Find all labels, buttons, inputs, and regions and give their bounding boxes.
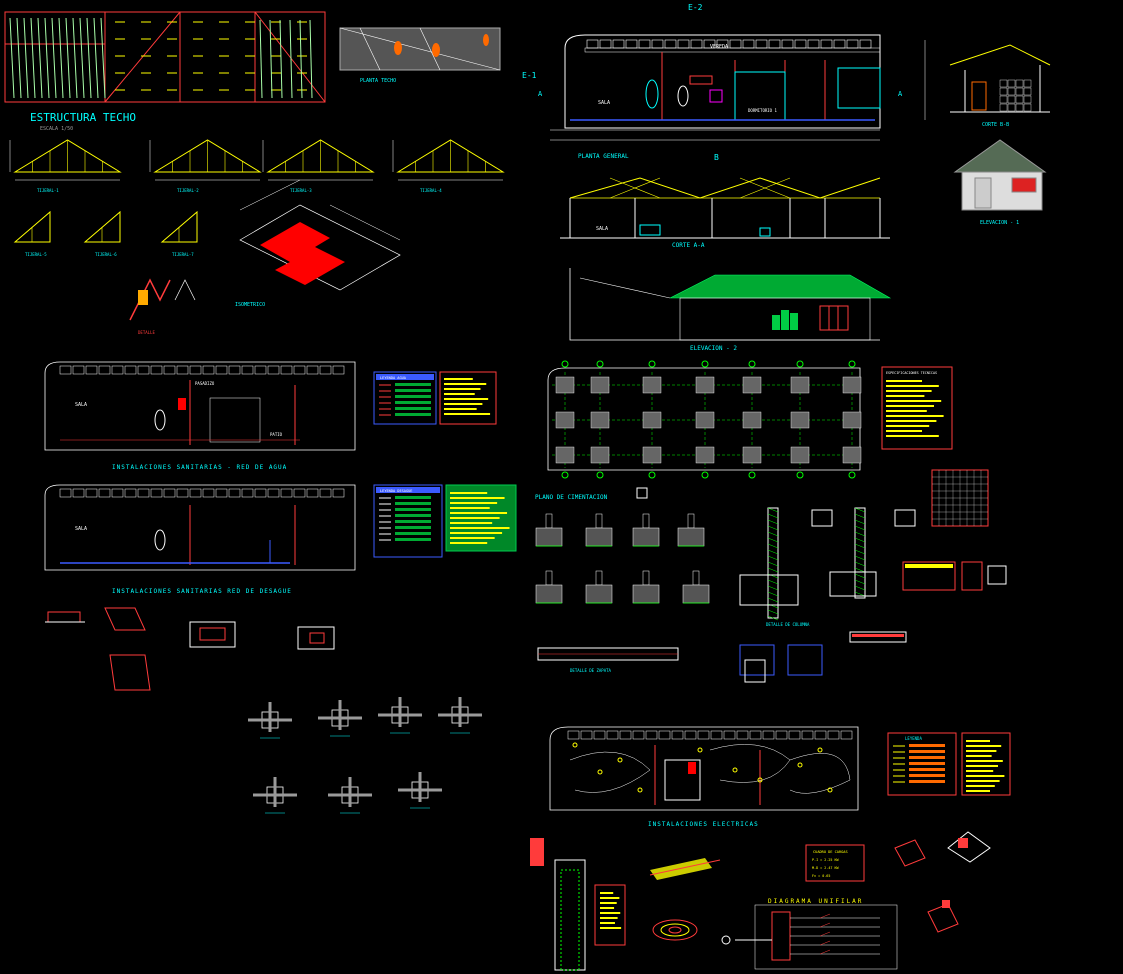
roof-title: ESTRUCTURA TECHO	[30, 111, 136, 124]
room-sala: SALA	[598, 100, 610, 106]
water-legend: LEYENDA AGUA	[373, 371, 497, 425]
load-row-2: M.D = 2.47 KW	[812, 866, 839, 870]
legend-elec-title: LEYENDA	[905, 736, 922, 741]
drain-network-plan: SALA INSTALACIONES SANITARIAS RED DE DES…	[44, 484, 356, 595]
corte-a-label: CORTE A-A	[672, 242, 705, 249]
roof-structure-plan: ESTRUCTURA TECHO ESCALA 1/50	[4, 11, 326, 132]
axis-e2-label: E-2	[688, 3, 703, 12]
load-table-title: CUADRO DE CARGAS	[813, 850, 848, 854]
corte-b-label: CORTE B-B	[982, 122, 1009, 128]
legend-water-title: LEYENDA AGUA	[380, 376, 407, 380]
drain-legend: LEYENDA DESAGUE	[373, 484, 517, 558]
load-row-3: Fv = 0.65	[812, 874, 830, 878]
water-patio: PATIO	[270, 432, 283, 437]
svg-text:SALA: SALA	[75, 402, 87, 408]
truss-label: TIJERAL-4	[420, 188, 442, 193]
svg-text:SALA: SALA	[75, 526, 87, 532]
truss-label: TIJERAL-7	[172, 252, 194, 257]
electrical-title: INSTALACIONES ELECTRICAS	[648, 821, 759, 828]
floor-plan-general: E-2 E-1 SALA VEREDA DORMITORIO 1 PLANTA …	[522, 3, 903, 162]
beam-detail: DETALLE DE ZAPATA	[537, 631, 907, 683]
load-row-1: P.I = 2.25 KW	[812, 858, 839, 862]
cable-detail	[649, 858, 721, 941]
pipe-fittings	[248, 697, 482, 814]
roof-scale: ESCALA 1/50	[40, 126, 73, 132]
unifilar-diagram: DIAGRAMA UNIFILAR	[721, 898, 898, 970]
elevation-1: ELEVACION - 1	[953, 139, 1047, 226]
elevation-1-label: ELEVACION - 1	[980, 220, 1019, 226]
water-title: INSTALACIONES SANITARIAS - RED DE AGUA	[112, 464, 287, 471]
truss-joint-detail: DETALLE	[129, 278, 196, 335]
truss-label: TIJERAL-2	[177, 188, 199, 193]
foundation-plan: PLANO DE CIMENTACION	[535, 360, 862, 501]
unifilar-title: DIAGRAMA UNIFILAR	[768, 898, 863, 905]
legend-drain-title: LEYENDA DESAGUE	[380, 489, 412, 493]
roof-trusses: TIJERAL-1 TIJERAL-2 TIJERAL-3 TIJERAL-4TIJE…	[9, 139, 505, 257]
svg-text:DORMITORIO 1: DORMITORIO 1	[748, 108, 777, 113]
axis-a-right: A	[898, 90, 903, 98]
drain-title: INSTALACIONES SANITARIAS RED DE DESAGUE	[112, 588, 292, 595]
iso-label: ISOMETRICO	[235, 302, 265, 308]
meter-pole-detail	[530, 838, 626, 971]
section-b-b: CORTE B-B	[924, 40, 1051, 128]
column-details: DETALLE DE COLUMNA	[739, 507, 916, 627]
axis-e1-label: E-1	[522, 71, 537, 80]
roof-plan-small: PLANTA TECHO	[339, 27, 501, 84]
slab-grid	[931, 469, 989, 527]
room-vereda: VEREDA	[710, 44, 728, 50]
water-pasadizo: PASADIZO	[195, 381, 215, 386]
water-network-plan: SALA PASADIZO PATIO INSTALACIONES SANITA…	[44, 361, 356, 471]
truss-label: TIJERAL-3	[290, 188, 312, 193]
zapata-detail-label: DETALLE DE ZAPATA	[570, 668, 612, 673]
elevation-2-label: ELEVACION - 2	[690, 345, 737, 352]
electrical-legend: LEYENDA	[887, 732, 1011, 796]
specs-table: ESPECIFICACIONES TECNICAS	[881, 366, 953, 450]
column-detail-label: DETALLE DE COLUMNA	[766, 622, 810, 627]
floor-plan-title: PLANTA GENERAL	[578, 153, 629, 160]
isometric-roof: ISOMETRICO	[235, 179, 401, 308]
load-table: CUADRO DE CARGAS P.I = 2.25 KW M.D = 2.4…	[805, 844, 865, 882]
section-a-a: SALA CORTE A-A	[560, 177, 890, 249]
box-details	[894, 831, 991, 933]
sanitary-details	[45, 607, 335, 691]
axis-a-left: A	[538, 90, 543, 98]
specs-title: ESPECIFICACIONES TECNICAS	[886, 371, 937, 375]
axis-b-label: B	[714, 153, 719, 162]
truss-label: TIJERAL-5	[25, 252, 47, 257]
electrical-plan: INSTALACIONES ELECTRICAS	[549, 726, 859, 828]
foundation-title: PLANO DE CIMENTACION	[535, 494, 608, 501]
svg-text:DETALLE: DETALLE	[138, 330, 155, 335]
rebar-table	[902, 561, 1007, 591]
roof-plan-label: PLANTA TECHO	[360, 78, 396, 84]
elevation-2: ELEVACION - 2	[569, 268, 892, 352]
footing-details	[535, 513, 710, 604]
svg-text:SALA: SALA	[596, 226, 608, 232]
truss-label: TIJERAL-6	[95, 252, 117, 257]
truss-label: TIJERAL-1	[37, 188, 59, 193]
